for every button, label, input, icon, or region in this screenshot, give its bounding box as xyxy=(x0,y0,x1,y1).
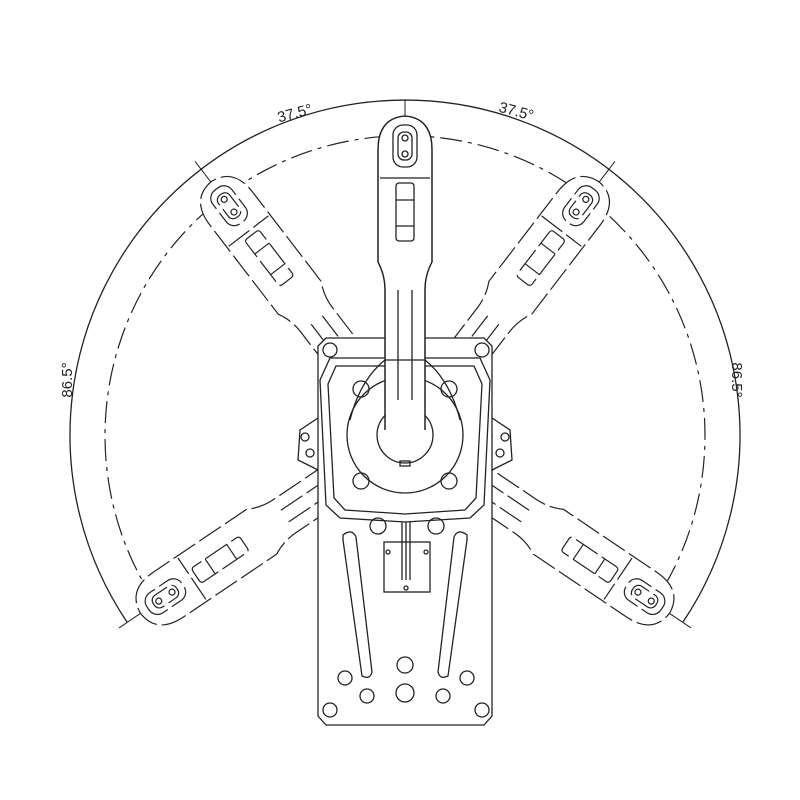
angle-label-upper-left: 37.5° xyxy=(276,101,314,127)
base-plate xyxy=(297,337,513,726)
angle-label-side-right: 86.5° xyxy=(728,362,745,397)
angle-label-upper-right: 37.5° xyxy=(497,99,535,125)
lever-position-center xyxy=(349,115,461,431)
angle-label-side-left: 86.5° xyxy=(59,362,76,397)
